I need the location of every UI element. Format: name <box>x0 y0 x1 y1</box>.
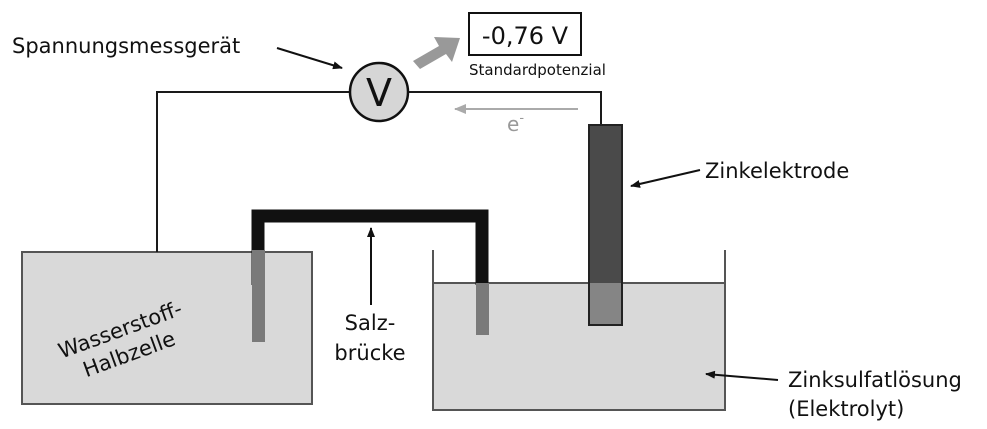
wire-right <box>408 91 602 126</box>
zinc-electrode-immersed <box>590 283 621 324</box>
solution-label-line1: Zinksulfatlösung <box>788 368 962 392</box>
salt-bridge-label-line1: Salz- <box>345 311 396 335</box>
solution-pointer <box>705 370 779 381</box>
voltmeter-symbol: V <box>366 71 392 115</box>
voltmeter: V <box>348 61 410 123</box>
reading-value: -0,76 V <box>482 22 569 50</box>
voltmeter-pointer <box>276 47 343 70</box>
electron-label: e- <box>507 111 524 136</box>
wire-left <box>156 91 350 252</box>
zinc-electrode-pointer <box>630 169 701 188</box>
solution-label-line2: (Elektrolyt) <box>788 397 904 421</box>
right-beaker-walls <box>432 250 726 411</box>
voltmeter-label: Spannungsmessgerät <box>12 34 240 58</box>
salt-bridge-left-immersed <box>252 250 265 342</box>
reading-box <box>468 12 582 56</box>
reading-arrow <box>413 37 460 69</box>
zinc-electrode-label: Zinkelektrode <box>705 159 849 183</box>
salt-bridge-right-immersed <box>476 283 489 335</box>
reading-caption: Standardpotenzial <box>469 61 606 79</box>
salt-bridge-label-line2: brücke <box>334 341 405 365</box>
